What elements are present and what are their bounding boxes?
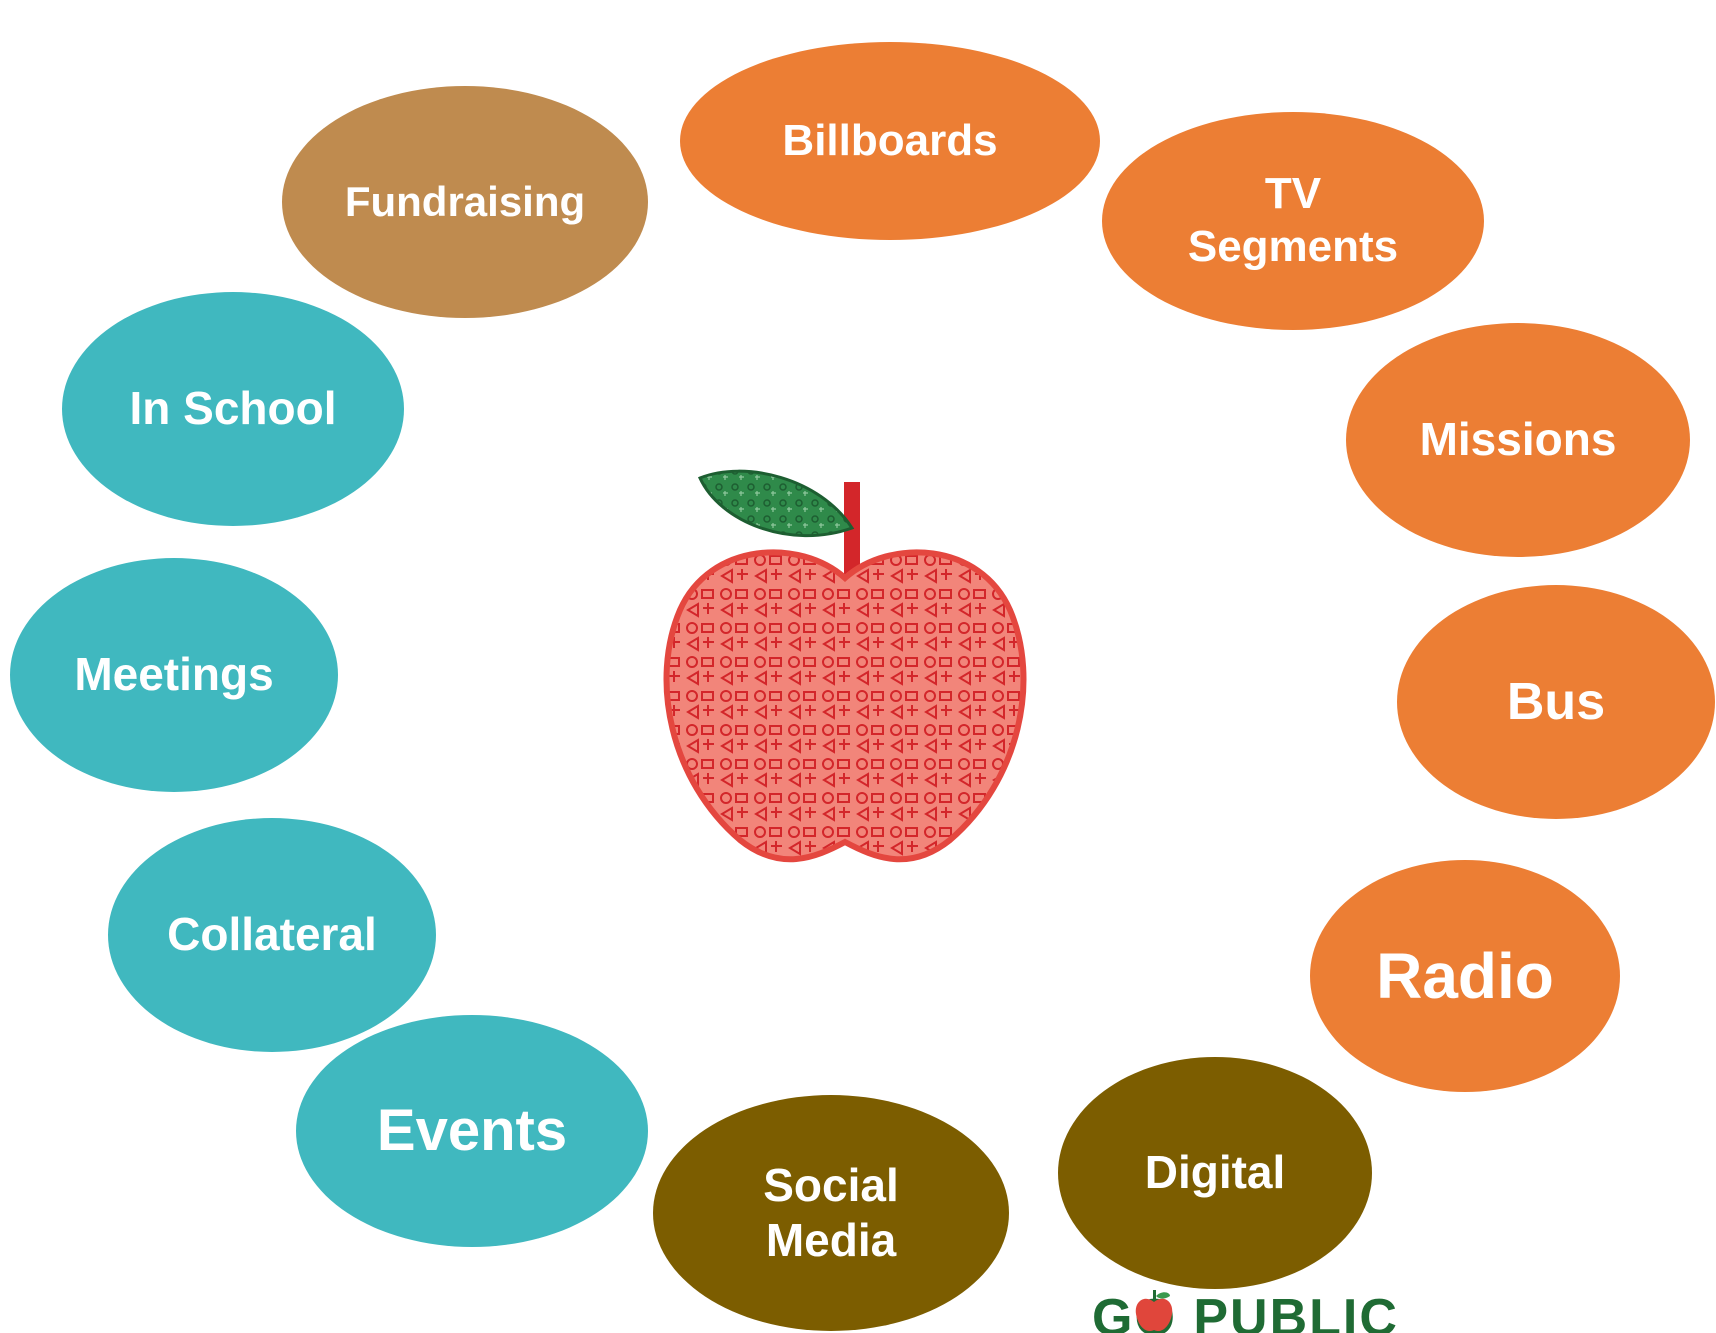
apple-illustration xyxy=(663,469,1027,863)
bus-label: Bus xyxy=(1506,672,1606,731)
events-label: Events xyxy=(376,1098,568,1164)
collateral-bubble: Collateral xyxy=(108,818,436,1052)
billboards-bubble: Billboards xyxy=(680,42,1100,240)
in-school-bubble: In School xyxy=(62,292,404,526)
collateral-label: Collateral xyxy=(167,908,377,961)
apple-body xyxy=(663,549,1027,863)
apple-stem xyxy=(844,482,860,592)
radio-bubble: Radio xyxy=(1310,860,1620,1092)
bus-bubble: Bus xyxy=(1397,585,1715,819)
digital-label: Digital xyxy=(1144,1146,1286,1199)
missions-label: Missions xyxy=(1419,413,1617,466)
apple-leaf xyxy=(697,469,855,538)
tv-segments-bubble: TV Segments xyxy=(1102,112,1484,330)
radio-label: Radio xyxy=(1376,939,1554,1012)
go-public-logo: GO PUBLIC xyxy=(1092,1286,1432,1333)
missions-bubble: Missions xyxy=(1346,323,1690,557)
digital-bubble: Digital xyxy=(1058,1057,1372,1289)
events-bubble: Events xyxy=(296,1015,648,1247)
meetings-label: Meetings xyxy=(74,648,274,701)
in-school-label: In School xyxy=(129,382,337,435)
fundraising-bubble: Fundraising xyxy=(282,86,648,318)
social-media-label-line2: Media xyxy=(765,1214,897,1266)
fundraising-label: Fundraising xyxy=(344,177,586,225)
logo-apple-icon xyxy=(1135,1290,1173,1332)
meetings-bubble: Meetings xyxy=(10,558,338,792)
billboards-label: Billboards xyxy=(782,115,998,165)
social-media-bubble: Social Media xyxy=(653,1095,1009,1331)
social-media-label-line1: Social xyxy=(763,1158,899,1211)
tv-segments-label-line2: Segments xyxy=(1187,222,1399,271)
tv-segments-label-line1: TV xyxy=(1264,169,1322,219)
